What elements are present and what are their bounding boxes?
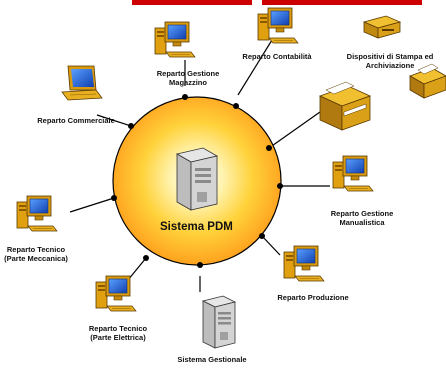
manualistica-workstation-icon [332,155,374,192]
server-icon [175,147,219,211]
inkjet-printer-icon [409,63,446,99]
contabilita-workstation-icon [257,7,299,44]
connector-contabilita [237,39,273,96]
connector-commerciale [96,114,132,127]
label-produzione: Reparto Produzione [277,293,349,302]
gestionale-server-icon [201,295,237,349]
hub-label: Sistema PDM [160,221,233,233]
tape-drive-icon [362,15,402,39]
laptop-icon [61,65,103,101]
label-tecnico-elettrica: Reparto Tecnico(Parte Elettrica) [88,324,148,342]
produzione-workstation-icon [283,245,325,282]
label-contabilita: Reparto Contabilità [242,52,312,61]
connector-lines [69,39,330,292]
title-fragment [132,0,422,5]
label-tecnico-meccanica: Reparto Tecnico(Parte Meccanica) [4,245,68,263]
label-gestionale: Sistema Gestionale [177,355,247,364]
connection-dots [111,94,283,268]
connector-tecnico-meccanica [69,197,115,213]
magazzino-workstation-icon [154,21,196,58]
connector-stampa [268,111,321,149]
label-commerciale: Reparto Commerciale [37,116,115,125]
tecnico-meccanica-workstation-icon [16,195,58,232]
laser-printer-icon [318,81,372,131]
tecnico-elettrica-workstation-icon [95,275,137,312]
connector-produzione [261,235,281,256]
connector-tecnico-elettrica [127,257,147,281]
